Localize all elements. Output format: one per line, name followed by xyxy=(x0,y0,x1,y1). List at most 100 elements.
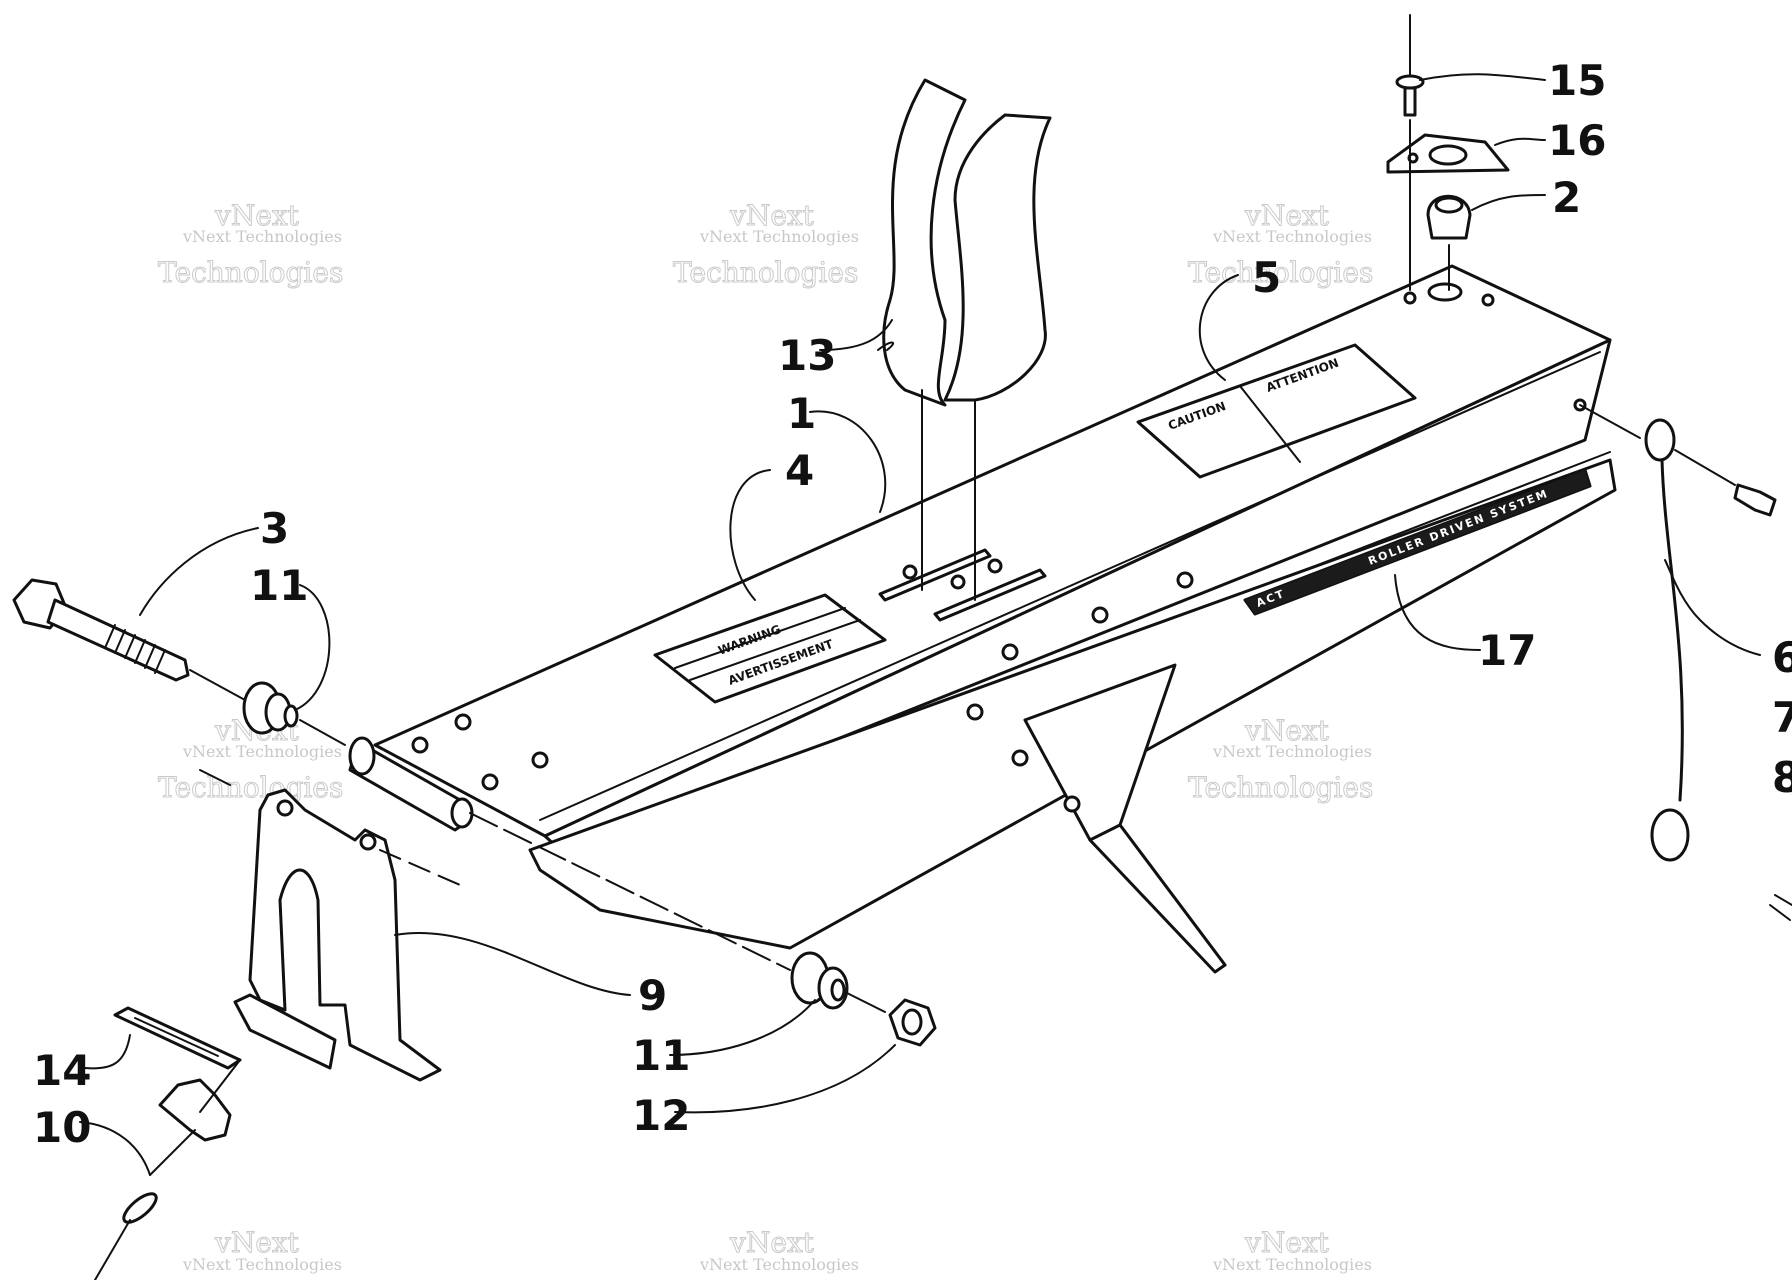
callout-11-top: 11 xyxy=(250,561,308,610)
callout-11-bottom: 11 xyxy=(632,1031,690,1080)
foot-pedal xyxy=(882,78,1052,601)
tether-eyelet-bottom xyxy=(1650,808,1690,862)
decal-line xyxy=(689,619,861,681)
stripe-fill xyxy=(1245,470,1590,614)
leader-1 xyxy=(809,410,887,513)
leader-6 xyxy=(1664,559,1761,656)
watermark-text: vNext xyxy=(214,1226,300,1259)
frame-slot xyxy=(933,568,1047,622)
frame-hole xyxy=(966,703,984,721)
assembly-line xyxy=(1674,449,1736,486)
rivet-top xyxy=(1395,14,1425,117)
frame-hole xyxy=(411,736,429,754)
leader-11b xyxy=(669,999,816,1056)
spacer-tube-end xyxy=(348,736,376,776)
pin-head xyxy=(122,1192,158,1224)
watermark-text: Technologies xyxy=(673,256,858,289)
tether-rivet xyxy=(1733,483,1777,517)
bolt-thread xyxy=(104,624,166,674)
decal-divider xyxy=(1239,385,1301,463)
frame-slot xyxy=(878,548,992,602)
knob xyxy=(94,1059,241,1280)
watermark-bl: vNext vNext Technologies xyxy=(182,1226,342,1275)
leader-15 xyxy=(1494,137,1546,146)
watermark-text: Technologies xyxy=(158,771,343,804)
tether-cable xyxy=(1660,458,1684,802)
assembly-line xyxy=(199,1059,241,1113)
watermark-text: vNext Technologies xyxy=(1212,227,1372,246)
frame-hole xyxy=(1001,643,1019,661)
leader-13 xyxy=(819,319,893,351)
callout-5: 5 xyxy=(1252,253,1281,302)
leader-11a xyxy=(294,584,331,711)
leader-2 xyxy=(1471,194,1546,211)
leader-12 xyxy=(674,1044,896,1114)
watermark-text: vNext Technologies xyxy=(699,227,859,246)
plate-slot xyxy=(134,1017,219,1057)
spacer-tube xyxy=(299,719,791,971)
assembly-line xyxy=(844,991,886,1013)
watermark-text: Technologies xyxy=(1188,771,1373,804)
callout-15: 16 xyxy=(1548,116,1606,165)
leader-16 xyxy=(1419,73,1546,81)
watermark-text: vNext Technologies xyxy=(182,227,342,246)
watermark-text: vNext xyxy=(1244,199,1330,232)
watermark-text: vNext xyxy=(1244,1226,1330,1259)
partial-part xyxy=(1769,894,1792,921)
assembly-line xyxy=(149,1129,196,1176)
frame-hole xyxy=(902,564,918,580)
frame-hole xyxy=(1403,291,1417,305)
leader-4 xyxy=(729,469,771,601)
watermark-text: vNext xyxy=(729,199,815,232)
watermark-text: vNext xyxy=(1244,714,1330,747)
retainer-plate xyxy=(1386,133,1510,174)
pin-shaft xyxy=(94,1219,131,1280)
callout-17: 17 xyxy=(1478,626,1536,675)
callout-3: 3 xyxy=(260,504,289,553)
watermark-tl: vNext vNext Technologies Technologies xyxy=(158,199,344,290)
frame-hole xyxy=(1176,571,1194,589)
frame-hole xyxy=(454,713,472,731)
watermark-text: vNext Technologies xyxy=(1212,1255,1372,1274)
callout-7: 7 xyxy=(1772,693,1792,742)
bracket-foot xyxy=(233,993,337,1070)
leader-13-base xyxy=(877,341,895,351)
assembly-line xyxy=(469,812,791,971)
frame-hole xyxy=(1481,293,1495,307)
watermark-text: vNext xyxy=(729,1226,815,1259)
watermark-text: vNext Technologies xyxy=(182,742,342,761)
rivet-head xyxy=(1395,74,1425,90)
watermark-br: vNext vNext Technologies xyxy=(1212,1226,1372,1275)
frame-hole xyxy=(1011,749,1029,767)
callout-13: 13 xyxy=(778,331,836,380)
leader-lines xyxy=(79,73,1761,1176)
caution-decal-body xyxy=(1136,343,1417,479)
leader-10 xyxy=(79,1121,151,1176)
callout-1: 1 xyxy=(787,389,816,438)
assembly-line xyxy=(189,669,246,701)
callouts: 15 16 2 5 13 1 4 3 11 17 6 7 8 9 11 12 1… xyxy=(33,56,1792,1152)
leader-5 xyxy=(1198,274,1239,381)
leader-9 xyxy=(394,931,631,996)
grommet-top xyxy=(1434,196,1464,214)
frame-hole xyxy=(987,558,1003,574)
callout-8: 8 xyxy=(1772,753,1792,802)
bracket-hole xyxy=(359,833,377,851)
bolt xyxy=(12,578,246,701)
watermark-tr: vNext vNext Technologies Technologies xyxy=(1188,199,1374,290)
warning-decal-body xyxy=(653,593,887,704)
tether-cord xyxy=(1579,404,1792,921)
bolt-shank xyxy=(46,598,190,682)
assembly-line xyxy=(199,769,231,786)
bushing-bore xyxy=(830,978,846,1002)
frame-gusset-edge xyxy=(1088,823,1227,974)
watermark-text: vNext Technologies xyxy=(182,1255,342,1274)
nut-bore xyxy=(901,1008,923,1036)
bushing-left xyxy=(242,681,299,735)
watermark-bc: vNext vNext Technologies xyxy=(699,1226,859,1275)
frame-hole xyxy=(1427,282,1463,302)
frame-hole xyxy=(531,751,549,769)
foot-pedal-right xyxy=(943,113,1052,402)
callout-16: 15 xyxy=(1548,56,1606,105)
